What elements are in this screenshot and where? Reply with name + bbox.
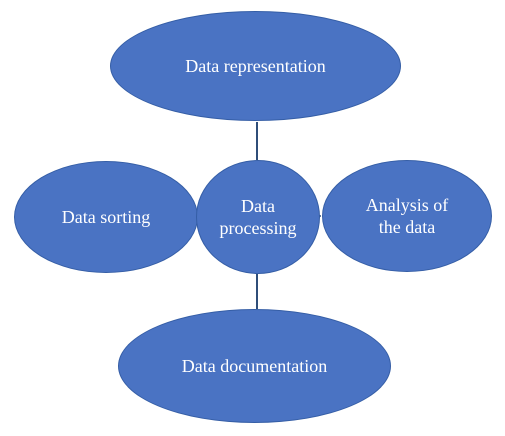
connector-top	[256, 122, 258, 160]
node-analysis-of-the-data-label: Analysis of the data	[365, 195, 449, 237]
node-data-representation: Data representation	[110, 11, 401, 121]
node-data-sorting: Data sorting	[14, 161, 198, 273]
node-data-sorting-label: Data sorting	[61, 207, 151, 227]
node-data-documentation-label: Data documentation	[181, 356, 328, 376]
node-data-representation-label: Data representation	[185, 56, 326, 76]
node-data-documentation: Data documentation	[118, 309, 391, 423]
node-analysis-of-the-data: Analysis of the data	[322, 160, 492, 272]
node-data-processing-label: Data processing	[219, 196, 297, 238]
connector-right-dot	[319, 215, 321, 217]
connector-bottom	[256, 273, 258, 309]
node-data-processing: Data processing	[196, 160, 320, 274]
